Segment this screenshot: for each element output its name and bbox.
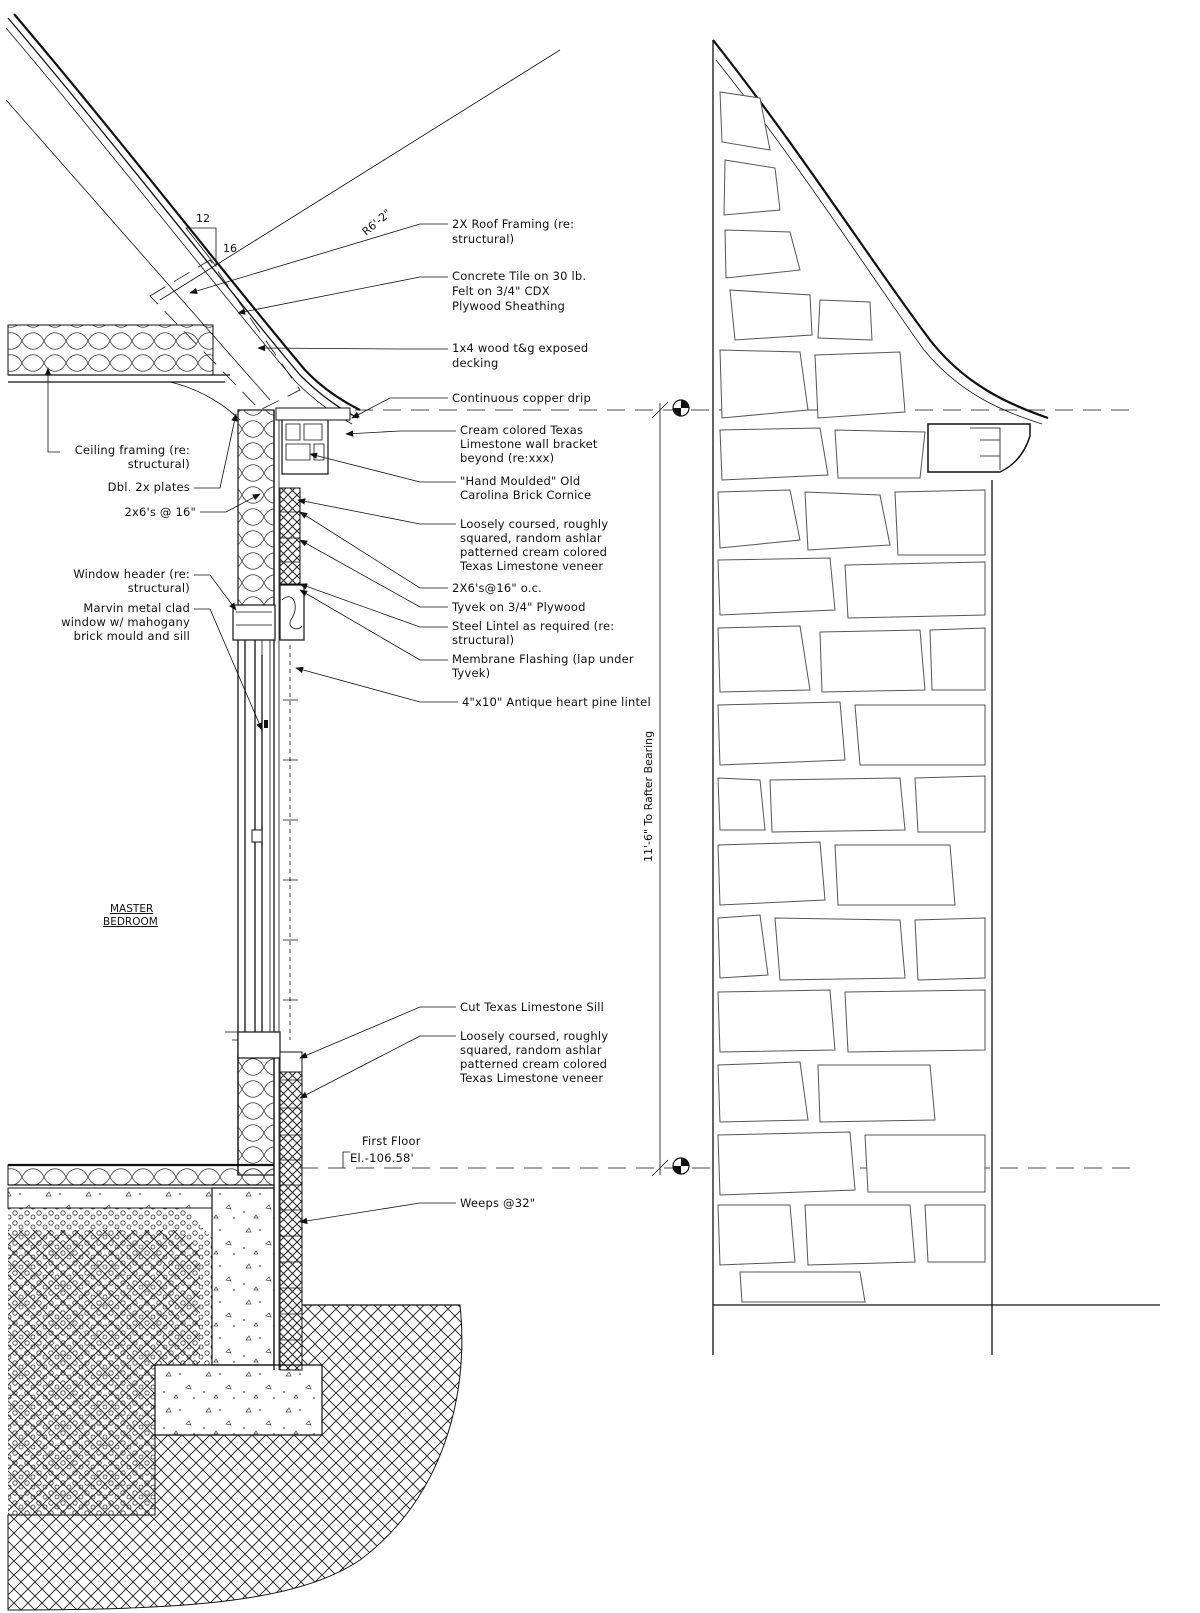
lower-veneer bbox=[279, 1051, 303, 1371]
svg-text:Cut Texas Limestone Sill: Cut Texas Limestone Sill bbox=[460, 1000, 604, 1014]
callout-tyvek: Tyvek on 3/4" Plywood bbox=[299, 539, 586, 614]
wall-assembly bbox=[225, 409, 305, 1370]
svg-text:Concrete Tile on 30 lb.Felt on: Concrete Tile on 30 lb.Felt on 3/4" CDXP… bbox=[452, 269, 586, 313]
room-label-line2: BEDROOM bbox=[103, 916, 158, 928]
elevation-bracket bbox=[927, 423, 1031, 473]
window-unit bbox=[251, 640, 268, 1032]
svg-text:Steel Lintel as required (re:s: Steel Lintel as required (re:structural) bbox=[452, 619, 614, 647]
ceiling-insulation bbox=[7, 324, 241, 421]
svg-text:2x6's @ 16": 2x6's @ 16" bbox=[124, 505, 196, 519]
callout-pine-lintel: 4"x10" Antique heart pine lintel bbox=[295, 666, 651, 709]
roof-assembly bbox=[5, 13, 561, 425]
callout-window-header: Window header (re:structural) bbox=[73, 567, 237, 611]
callout-copper-drip: Continuous copper drip bbox=[351, 391, 591, 419]
callout-limestone-sill: Cut Texas Limestone Sill bbox=[299, 1000, 604, 1059]
floor-assembly bbox=[7, 1163, 275, 1186]
room-label-line1: MASTER bbox=[110, 903, 153, 915]
dimension-label: 11'-6" To Rafter Bearing bbox=[642, 731, 655, 862]
svg-text:Weeps @32": Weeps @32" bbox=[460, 1196, 535, 1210]
callout-ceiling-framing: Ceiling framing (re:structural) bbox=[44, 367, 190, 471]
stone-pattern bbox=[717, 91, 986, 1303]
callout-studs: 2X6's@16" o.c. bbox=[299, 511, 542, 595]
svg-text:2X6's@16" o.c.: 2X6's@16" o.c. bbox=[452, 581, 542, 595]
upper-veneer bbox=[279, 487, 301, 585]
svg-text:4"x10" Antique heart pine lint: 4"x10" Antique heart pine lintel bbox=[462, 695, 651, 709]
svg-text:Dbl. 2x plates: Dbl. 2x plates bbox=[108, 480, 190, 494]
slope-indicator: 12 16 bbox=[185, 212, 237, 268]
stone-elevation bbox=[712, 39, 1160, 1355]
callouts-left: Ceiling framing (re:structural) Dbl. 2x … bbox=[44, 367, 263, 731]
callout-wall-studs: 2x6's @ 16" bbox=[124, 493, 261, 519]
callout-roof-framing: 2X Roof Framing (re:structural) bbox=[189, 217, 574, 294]
callout-dbl-plates: Dbl. 2x plates bbox=[108, 413, 238, 494]
slope-run: 16 bbox=[223, 242, 237, 255]
first-floor-label: First Floor bbox=[362, 1134, 421, 1148]
callouts-right: 2X Roof Framing (re:structural) Concrete… bbox=[189, 217, 651, 1225]
slope-rise: 12 bbox=[196, 212, 210, 225]
svg-text:Tyvek on 3/4" Plywood: Tyvek on 3/4" Plywood bbox=[451, 600, 586, 614]
level-marker-top bbox=[672, 399, 690, 417]
svg-text:Window header (re:structural): Window header (re:structural) bbox=[73, 567, 190, 595]
dimension-system: 11'-6" To Rafter Bearing First Floor El.… bbox=[300, 399, 1135, 1177]
svg-text:Continuous copper drip: Continuous copper drip bbox=[452, 391, 591, 405]
window-stone-face bbox=[283, 645, 298, 1040]
callout-weeps: Weeps @32" bbox=[299, 1196, 535, 1225]
svg-text:2X Roof Framing (re:structural: 2X Roof Framing (re:structural) bbox=[452, 217, 574, 246]
cornice bbox=[275, 407, 351, 475]
svg-text:Ceiling framing (re:structural: Ceiling framing (re:structural) bbox=[75, 443, 190, 471]
callout-steel-lintel: Steel Lintel as required (re:structural) bbox=[299, 583, 614, 647]
first-floor-elevation: El.-106.58' bbox=[350, 1151, 414, 1165]
level-marker-bottom bbox=[672, 1157, 690, 1175]
wall-section: 12 16 R6'-2" bbox=[5, 13, 561, 1611]
foundation bbox=[7, 1187, 463, 1611]
